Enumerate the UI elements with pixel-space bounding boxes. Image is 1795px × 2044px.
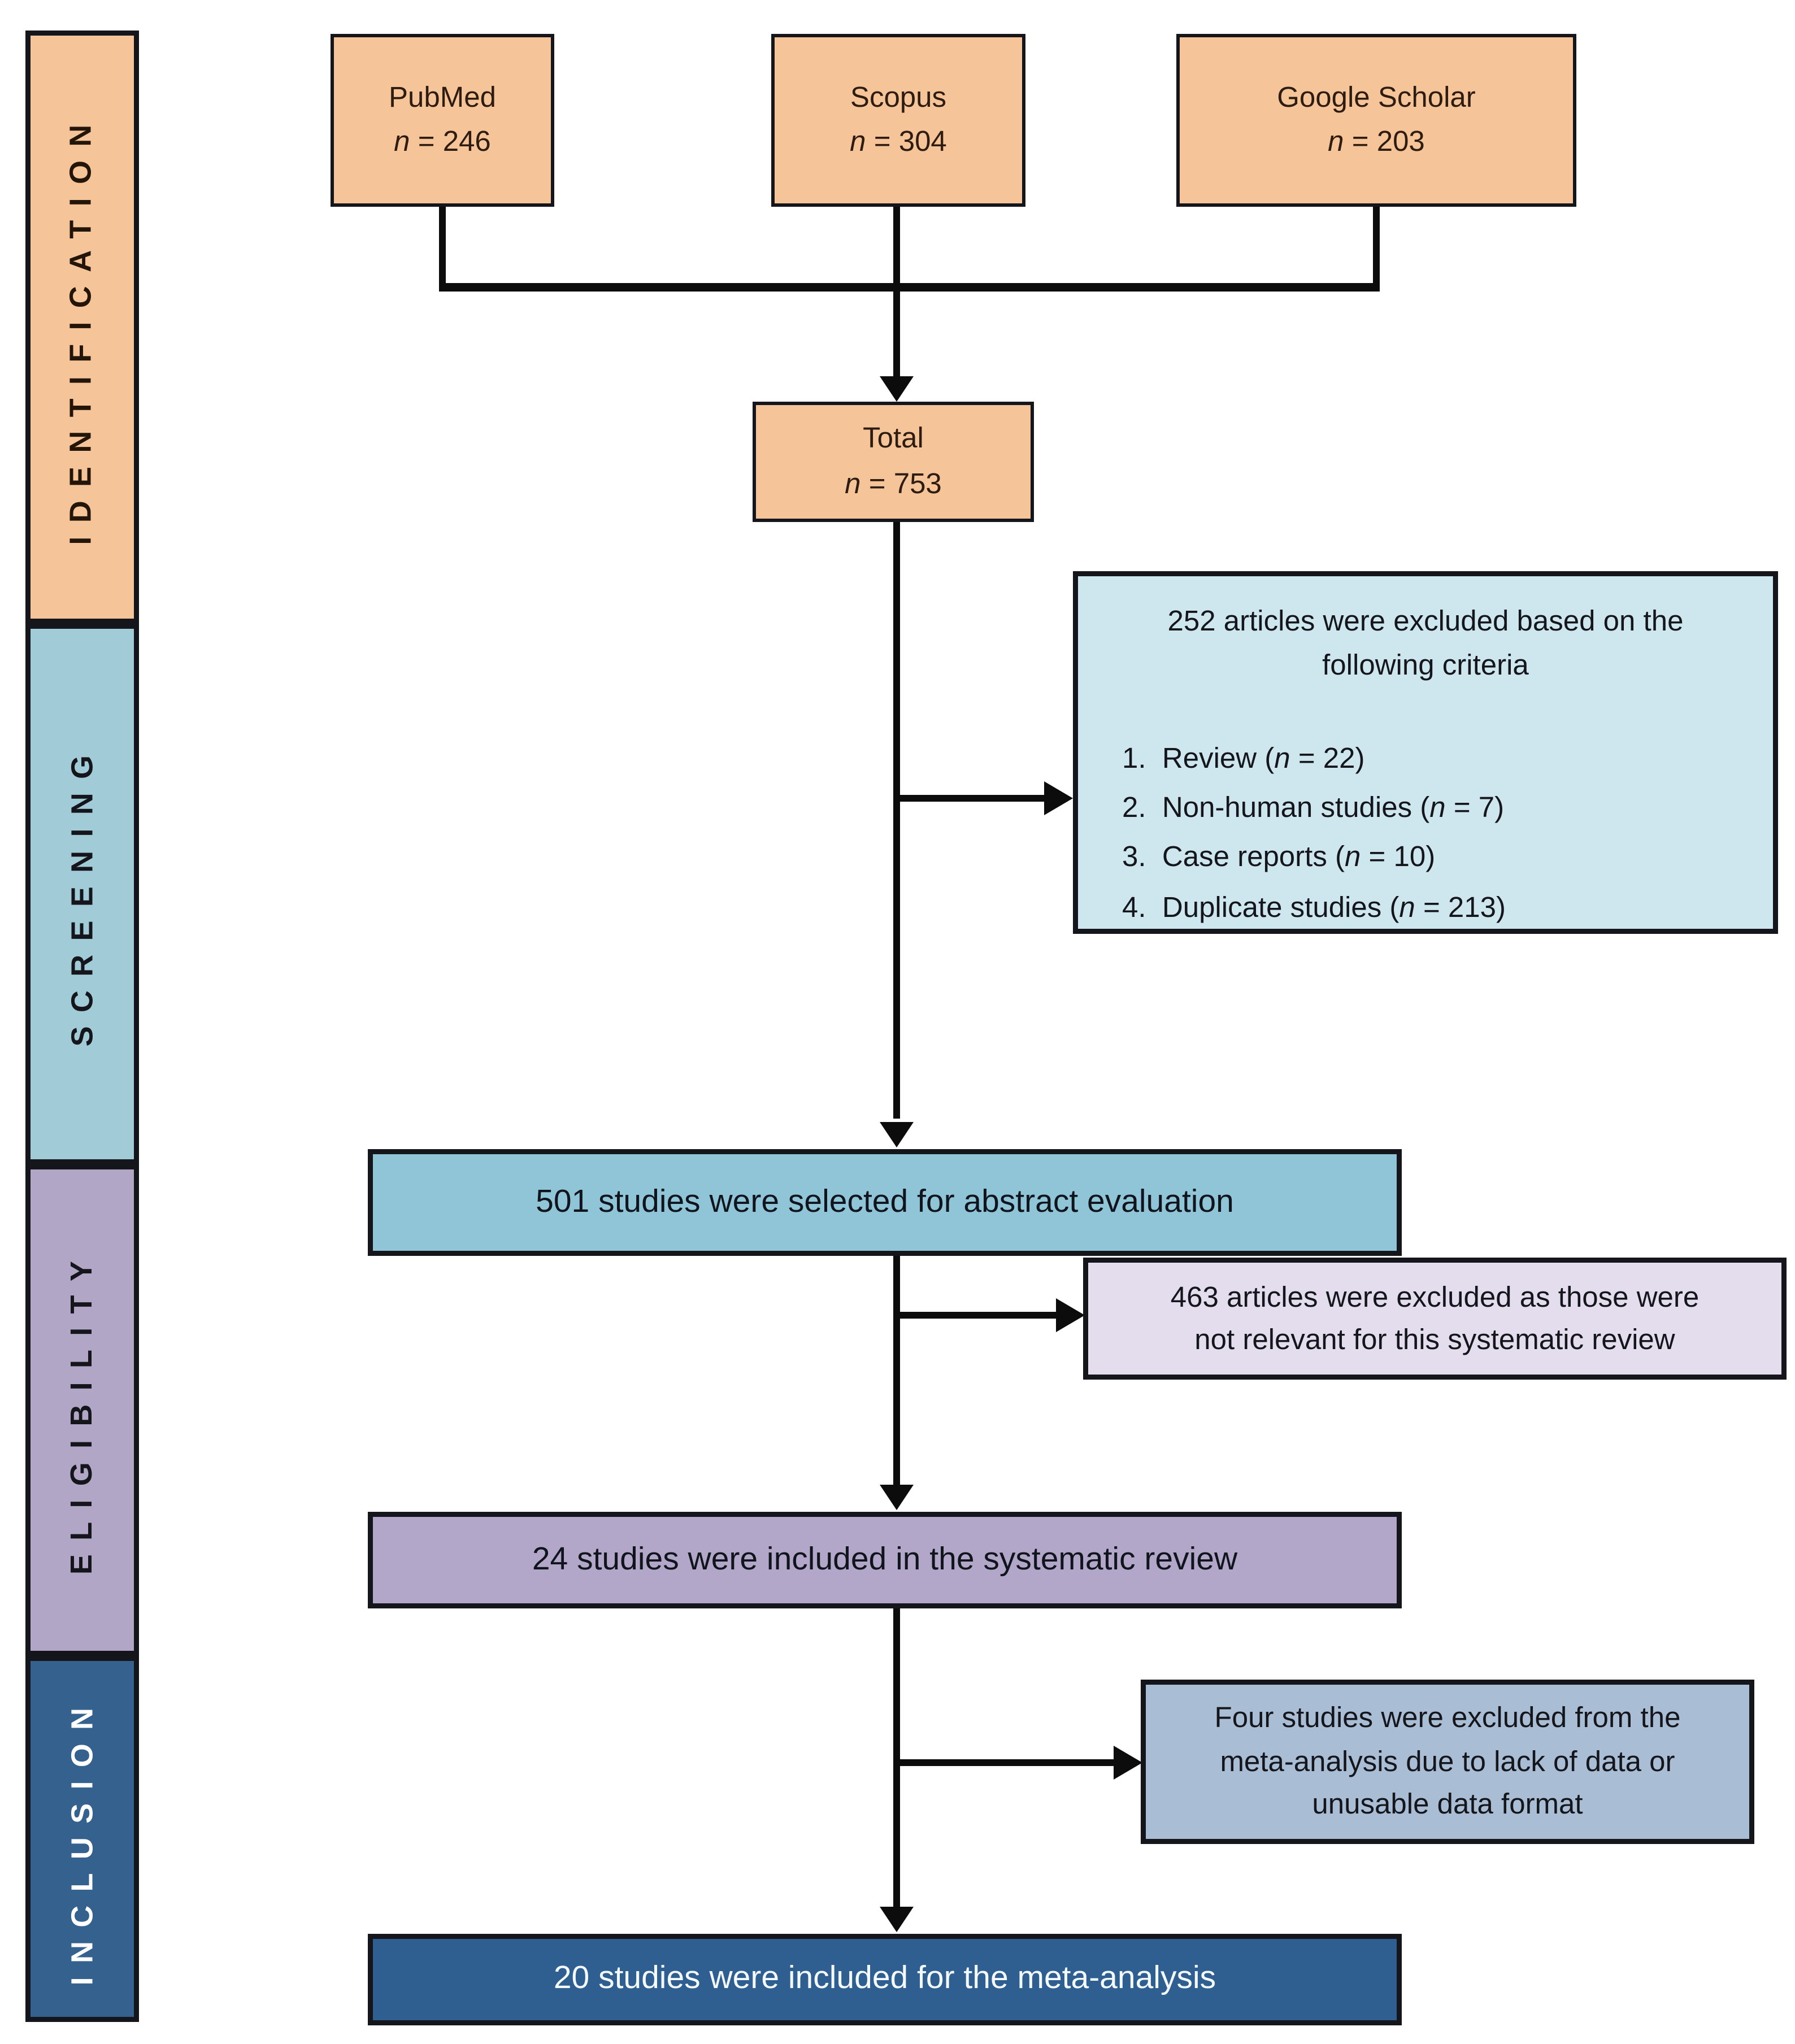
- stage-inclusion: INCLUSION: [25, 1656, 139, 2022]
- source-box-scopus: Scopus n = 304: [771, 34, 1025, 207]
- stage-identification-label: IDENTIFICATION: [64, 110, 98, 545]
- down-arrowhead-icon: [880, 1122, 914, 1147]
- source-name: PubMed: [388, 80, 496, 113]
- meta-exclusion-box: Four studies were excluded from the meta…: [1141, 1680, 1754, 1844]
- connector-line: [893, 207, 900, 376]
- eligibility-exclusion-box: 463 articles were excluded as those were…: [1083, 1258, 1787, 1380]
- total-box: Total n = 753: [753, 402, 1034, 522]
- down-arrowhead-icon: [880, 1907, 914, 1932]
- exclusion-item: 2. Non-human studies (n = 7): [1122, 791, 1505, 824]
- meta-analysis-box: 20 studies were included for the meta-an…: [368, 1934, 1402, 2025]
- source-box-google-scholar: Google Scholar n = 203: [1176, 34, 1576, 207]
- connector-line: [1373, 207, 1380, 292]
- exclusion-item: 4. Duplicate studies (n = 213): [1122, 891, 1506, 924]
- abstract-evaluation-box: 501 studies were selected for abstract e…: [368, 1149, 1402, 1256]
- exclusion-item: 1. Review (n = 22): [1122, 742, 1365, 775]
- connector-line: [893, 1608, 900, 1907]
- down-arrowhead-icon: [880, 376, 914, 402]
- exclusion-item: 3. Case reports (n = 10): [1122, 841, 1436, 874]
- screening-exclusion-box: 252 articles were excluded based on the …: [1073, 571, 1778, 934]
- exclusion-heading-line: 252 articles were excluded based on the: [1167, 605, 1684, 637]
- eligibility-exclusion-line: not relevant for this systematic review: [1194, 1324, 1675, 1356]
- right-arrowhead-icon: [1114, 1746, 1142, 1780]
- abstract-evaluation-label: 501 studies were selected for abstract e…: [536, 1184, 1234, 1220]
- stage-inclusion-label: INCLUSION: [64, 1693, 98, 1985]
- meta-exclusion-line: unusable data format: [1312, 1788, 1583, 1821]
- source-box-pubmed: PubMed n = 246: [331, 34, 554, 207]
- right-arrowhead-icon: [1056, 1298, 1085, 1332]
- meta-analysis-label: 20 studies were included for the meta-an…: [553, 1961, 1216, 1997]
- source-name: Scopus: [850, 80, 947, 113]
- stage-identification: IDENTIFICATION: [25, 31, 139, 624]
- connector-line: [897, 1312, 1056, 1319]
- connector-line: [893, 522, 900, 1119]
- stage-eligibility-label: ELIGIBILITY: [64, 1246, 99, 1574]
- connector-line: [439, 283, 1380, 292]
- stage-screening: SCREENING: [25, 624, 139, 1164]
- connector-line: [893, 1256, 900, 1485]
- source-name: Google Scholar: [1277, 80, 1476, 113]
- stage-screening-label: SCREENING: [64, 741, 99, 1047]
- down-arrowhead-icon: [880, 1485, 914, 1510]
- eligibility-exclusion-line: 463 articles were excluded as those were: [1170, 1280, 1700, 1313]
- connector-line: [897, 1759, 1114, 1766]
- source-count: n = 304: [850, 125, 947, 158]
- connector-line: [897, 795, 1044, 802]
- stage-eligibility: ELIGIBILITY: [25, 1164, 139, 1656]
- total-count: n = 753: [845, 467, 942, 499]
- systematic-review-label: 24 studies were included in the systemat…: [532, 1541, 1238, 1577]
- exclusion-heading-line: following criteria: [1322, 648, 1529, 681]
- connector-line: [439, 207, 446, 292]
- systematic-review-box: 24 studies were included in the systemat…: [368, 1512, 1402, 1608]
- right-arrowhead-icon: [1044, 781, 1073, 815]
- source-count: n = 246: [394, 125, 491, 158]
- meta-exclusion-line: meta-analysis due to lack of data or: [1220, 1745, 1675, 1778]
- total-name: Total: [863, 422, 924, 455]
- source-count: n = 203: [1328, 125, 1425, 158]
- meta-exclusion-line: Four studies were excluded from the: [1214, 1702, 1681, 1734]
